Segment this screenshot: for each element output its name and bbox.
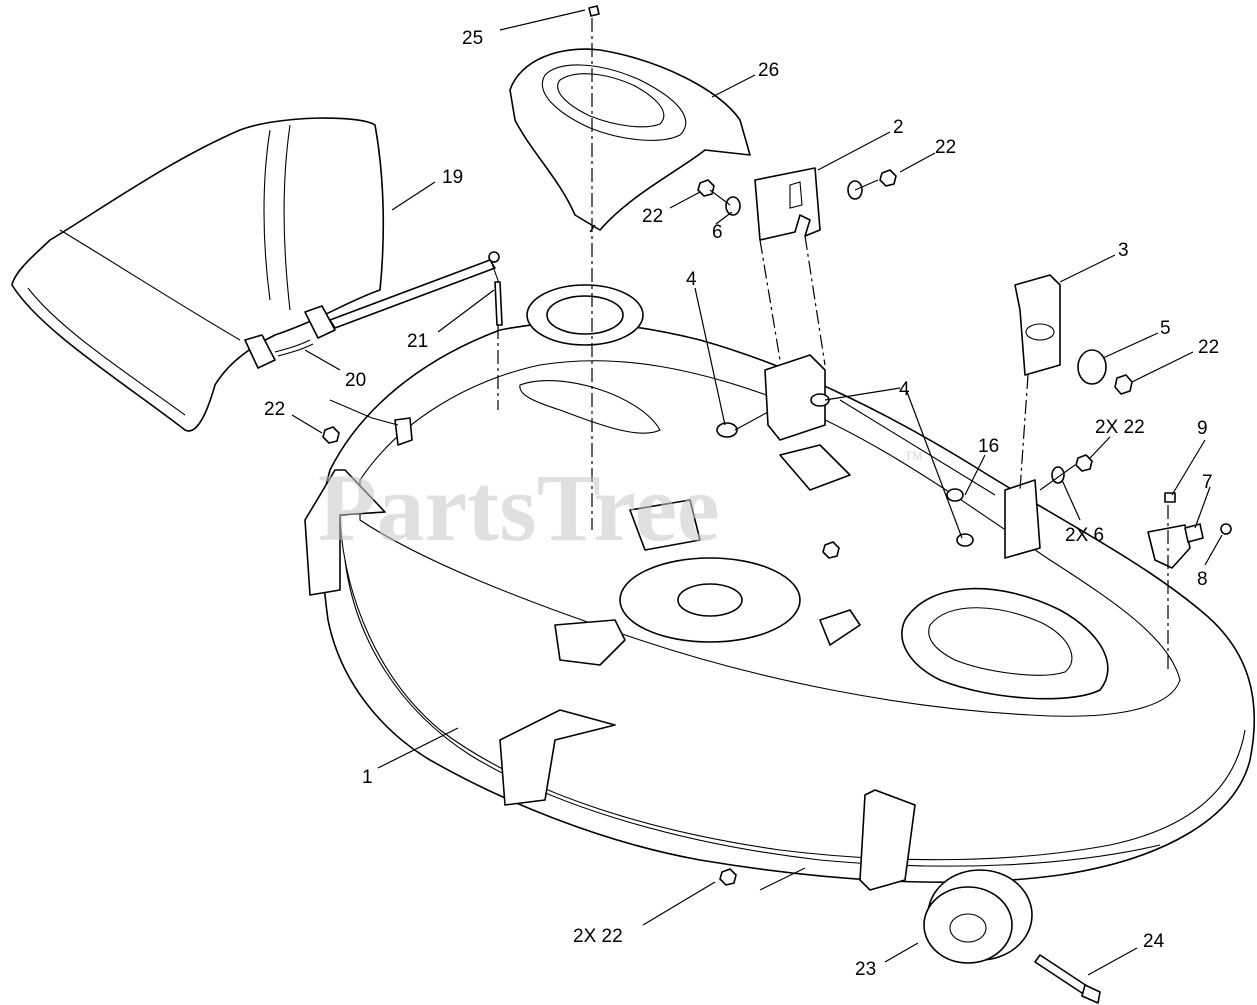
belt-cover (509, 48, 751, 231)
callout-2x-22-right: 2X 22 (1095, 417, 1145, 438)
mower-deck (304, 284, 1256, 891)
grease-fitting (1147, 492, 1232, 569)
callout-4-right: 4 (899, 379, 910, 400)
callout-22-top-left: 22 (642, 206, 663, 227)
callout-1: 1 (362, 767, 373, 788)
bracket-3 (1014, 274, 1061, 376)
watermark-trademark: TM (905, 449, 922, 463)
gauge-wheel (923, 869, 1101, 1004)
callout-22-top-right: 22 (935, 137, 956, 158)
watermark-text: PartsTree (318, 454, 720, 561)
callout-2x-6: 2X 6 (1065, 525, 1104, 546)
hardware (322, 5, 1133, 886)
callout-4-left: 4 (686, 269, 697, 290)
mount-bracket (764, 354, 1041, 559)
chute-rod (329, 251, 503, 329)
callout-7: 7 (1202, 472, 1213, 493)
callout-3: 3 (1118, 240, 1129, 261)
assembly-lines (329, 18, 1169, 891)
callout-9: 9 (1197, 418, 1208, 439)
callout-20: 20 (345, 370, 366, 391)
callout-19: 19 (442, 167, 463, 188)
callout-22-right: 22 (1198, 337, 1219, 358)
discharge-chute (11, 117, 385, 432)
watermark: PartsTree TM (318, 449, 922, 561)
callout-6: 6 (712, 222, 723, 243)
callout-25: 25 (462, 28, 483, 49)
callout-2x-22-bottom: 2X 22 (573, 926, 623, 947)
callouts: 25 26 19 2 22 22 6 3 4 5 22 21 20 22 4 2… (264, 28, 1219, 980)
callout-8: 8 (1197, 569, 1208, 590)
leader-lines (291, 9, 1223, 976)
callout-21: 21 (407, 331, 428, 352)
callout-16: 16 (978, 436, 999, 457)
callout-2: 2 (893, 117, 904, 138)
callout-26: 26 (758, 60, 779, 81)
callout-23: 23 (855, 959, 876, 980)
callout-5: 5 (1160, 318, 1171, 339)
callout-22-left: 22 (264, 399, 285, 420)
bracket-2 (754, 167, 821, 241)
callout-24: 24 (1143, 931, 1165, 952)
